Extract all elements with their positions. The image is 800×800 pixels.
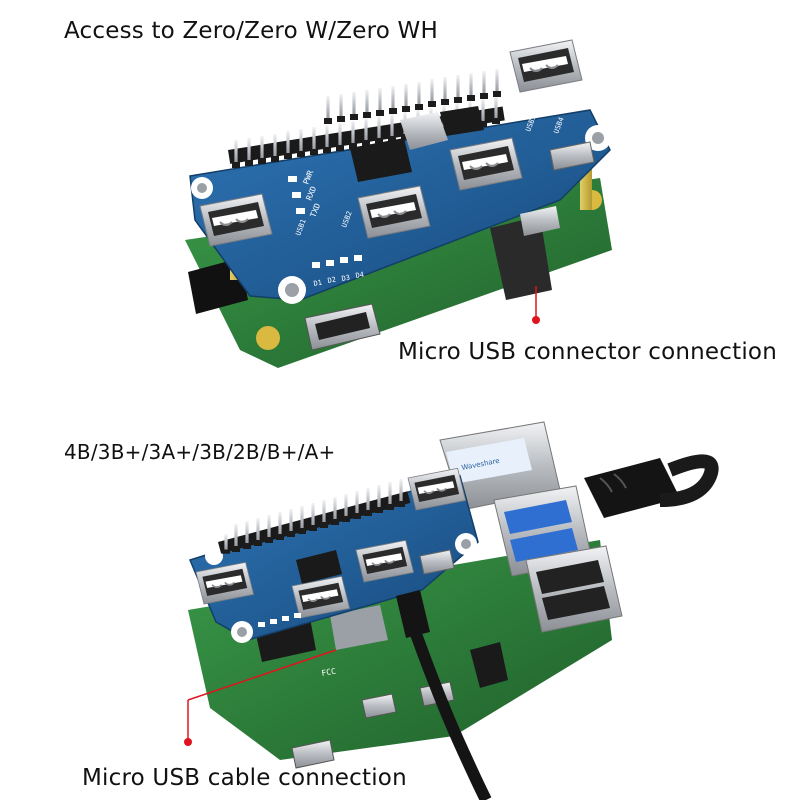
usb-c-port <box>291 739 335 769</box>
micro-usb-cable <box>410 631 492 800</box>
pi-usb2-stack <box>525 545 623 633</box>
bottom-caption-models: 4B/3B+/3A+/3B/2B/B+/A+ <box>64 440 336 464</box>
led <box>326 260 334 266</box>
bottom-board-assembly: FCC Waveshare <box>184 421 719 800</box>
silk-d4: D4 <box>355 271 365 280</box>
micro-usb-port <box>549 141 595 171</box>
audio-jack <box>470 642 508 688</box>
led <box>312 262 320 268</box>
hat-mount-hole <box>205 547 223 565</box>
led <box>258 622 265 627</box>
pi-soc <box>330 605 388 650</box>
top-annotation-connector: Micro USB connector connection <box>398 339 777 365</box>
led <box>354 255 362 261</box>
led <box>340 257 348 263</box>
micro-usb-connector-adapter <box>490 216 552 300</box>
silk-d1: D1 <box>313 279 323 288</box>
uart-chip <box>440 106 484 136</box>
micro-usb-port <box>419 549 455 575</box>
micro-hdmi-port <box>361 693 397 719</box>
usb-a-cable <box>659 454 719 507</box>
callout-dot <box>184 738 192 746</box>
crystal <box>400 112 448 150</box>
top-board-assembly: PWR RXD TXD D1 D2 D3 D4 USB1 USB2 USB3 U… <box>185 36 612 368</box>
led <box>282 616 289 621</box>
bottom-annotation-cable: Micro USB cable connection <box>82 765 407 791</box>
silk-d2: D2 <box>327 276 337 285</box>
micro-usb-cable-plug <box>396 590 430 638</box>
pi-mount-hole <box>256 326 280 350</box>
gpio-header <box>218 479 411 554</box>
led <box>292 192 301 198</box>
callout-line <box>187 649 337 701</box>
silk-fcc: FCC <box>321 667 337 678</box>
hub-chip <box>296 550 342 584</box>
led <box>288 176 297 182</box>
ethernet-label <box>446 438 532 484</box>
led <box>296 208 305 214</box>
top-caption-zero: Access to Zero/Zero W/Zero WH <box>64 18 438 44</box>
led <box>270 619 277 624</box>
usb-port <box>509 39 583 93</box>
hub-chip <box>350 138 412 182</box>
led <box>294 613 301 618</box>
silk-d3: D3 <box>341 274 351 283</box>
callout-dot <box>532 316 540 324</box>
usb-a-cable-plug <box>584 458 680 518</box>
